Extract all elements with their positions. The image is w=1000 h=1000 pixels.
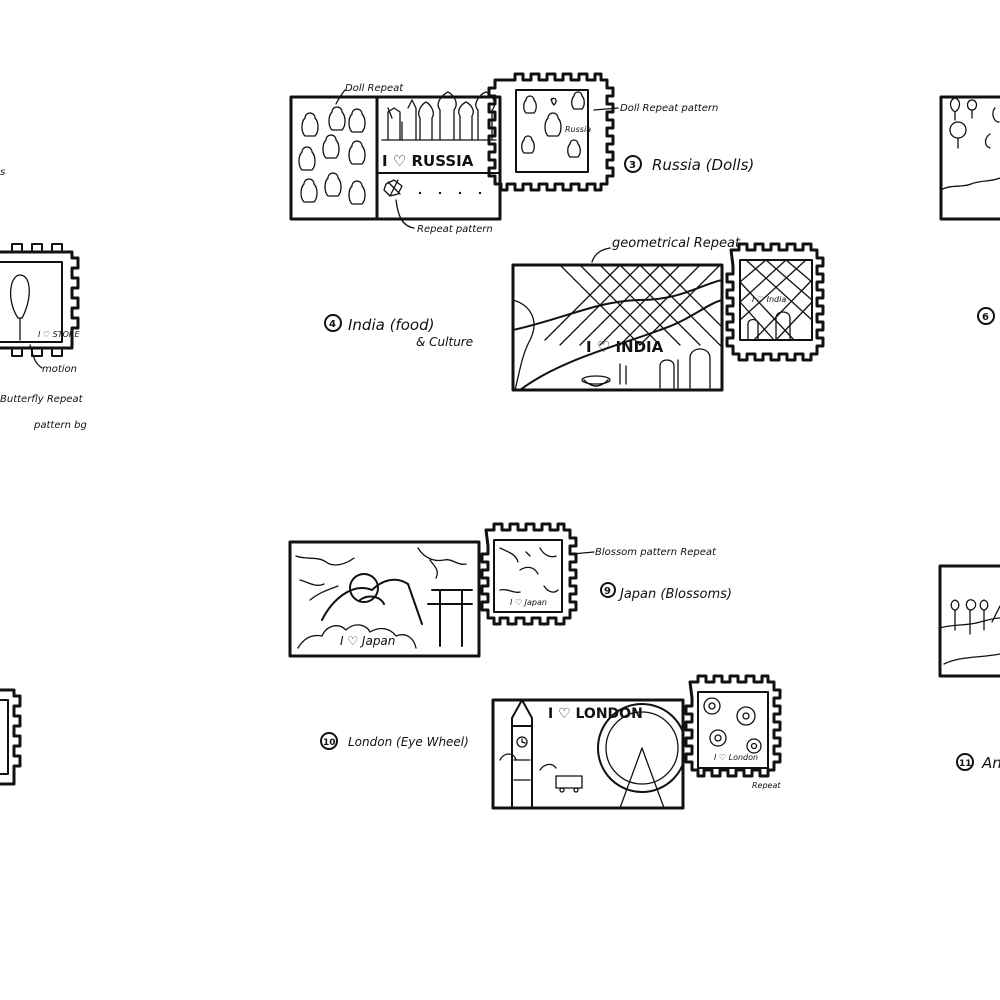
label-doll-repeat: Doll Repeat (345, 83, 404, 94)
india-stamp-text: I ♡ India (752, 295, 786, 304)
label-doll-repeat-pattern: Doll Repeat pattern (620, 103, 718, 114)
japan-stamp-text: I ♡ Japan (510, 598, 547, 607)
caption-number-circle (624, 155, 642, 173)
label-repeat-pattern: Repeat pattern (417, 224, 493, 235)
russia-stamp-text: Russia (565, 125, 591, 134)
stamp-label-arrow (593, 107, 619, 111)
left-card-text: I ♡ STORE (38, 330, 80, 339)
russia-stamp: Russia (487, 72, 615, 192)
caption-number-circle (320, 732, 338, 750)
left-stamp-bottom (0, 688, 22, 786)
partial-text-s: s (0, 167, 5, 178)
left-edge-sketch: s I ♡ STORE motion Butterfly Repeat patt… (0, 167, 87, 786)
india-postcard: I ♡ INDIA (511, 263, 724, 392)
india-lattice (513, 265, 722, 390)
repeat-pattern-arrow (395, 199, 415, 229)
label-butterfly-repeat: Butterfly Repeat (0, 394, 84, 405)
india-caption-line2: & Culture (416, 335, 473, 349)
label-pattern-bg: pattern bg (33, 420, 87, 431)
caption-number-circle (600, 582, 616, 598)
geo-repeat-arrow (591, 247, 611, 263)
caption-number-circle (324, 314, 342, 332)
right-bottom-caption: An (981, 754, 1000, 772)
label-london-repeat: Repeat (752, 781, 781, 790)
london-postcard-text: I ♡ LONDON (548, 706, 643, 722)
doll-pattern (298, 106, 366, 205)
london-caption: London (Eye Wheel) (348, 735, 469, 749)
right-top-caption-number: 6 (982, 312, 989, 323)
japan-stamp: I ♡ Japan (480, 522, 578, 626)
japan-postcard-text: I ♡ Japan (340, 634, 395, 648)
london-stamp: I ♡ London (684, 674, 782, 778)
caption-number-circle (956, 753, 974, 771)
label-motion: motion (42, 364, 77, 375)
right-top-sketch: 6 (939, 95, 1000, 325)
japan-caption-number: 9 (604, 586, 611, 597)
japan-postcard: I ♡ Japan (288, 540, 481, 658)
right-bottom-caption-number: 11 (959, 759, 972, 769)
left-stamp: I ♡ STORE (0, 243, 80, 357)
russia-postcard: I ♡ RUSSIA (289, 91, 502, 221)
russia-caption: Russia (Dolls) (652, 156, 754, 174)
label-geometrical-repeat: geometrical Repeat (612, 236, 741, 251)
japan-sketch: I ♡ Japan I ♡ Japan Blossom pattern Repe… (288, 522, 732, 658)
russia-sketch: Doll Repeat (289, 72, 754, 235)
pattern-motif (383, 179, 482, 197)
india-postcard-text: I ♡ INDIA (586, 338, 664, 356)
kremlin-domes (381, 91, 497, 141)
russia-caption-number: 3 (629, 160, 636, 171)
japan-caption: Japan (Blossoms) (617, 587, 732, 602)
russia-postcard-text: I ♡ RUSSIA (382, 152, 474, 170)
london-caption-number: 10 (323, 738, 336, 748)
india-stamp: I ♡ India (725, 242, 825, 362)
london-postcard: I ♡ LONDON (491, 698, 685, 810)
india-caption-line1: India (food) (348, 316, 434, 334)
blossom-label-arrow (571, 551, 595, 555)
label-blossom-repeat: Blossom pattern Repeat (595, 547, 717, 558)
london-stamp-text: I ♡ London (714, 753, 758, 762)
india-bowl (581, 363, 627, 387)
motion-arrow (29, 344, 43, 369)
caption-number-circle (977, 307, 995, 325)
india-caption-number: 4 (329, 319, 336, 330)
india-taj (659, 348, 711, 389)
india-sketch: geometrical Repeat I ♡ INDIA (324, 236, 825, 392)
right-bottom-sketch: 11 An (938, 564, 1000, 772)
london-sketch: I ♡ LONDON I ♡ London Repeat 10 London (… (320, 674, 782, 810)
